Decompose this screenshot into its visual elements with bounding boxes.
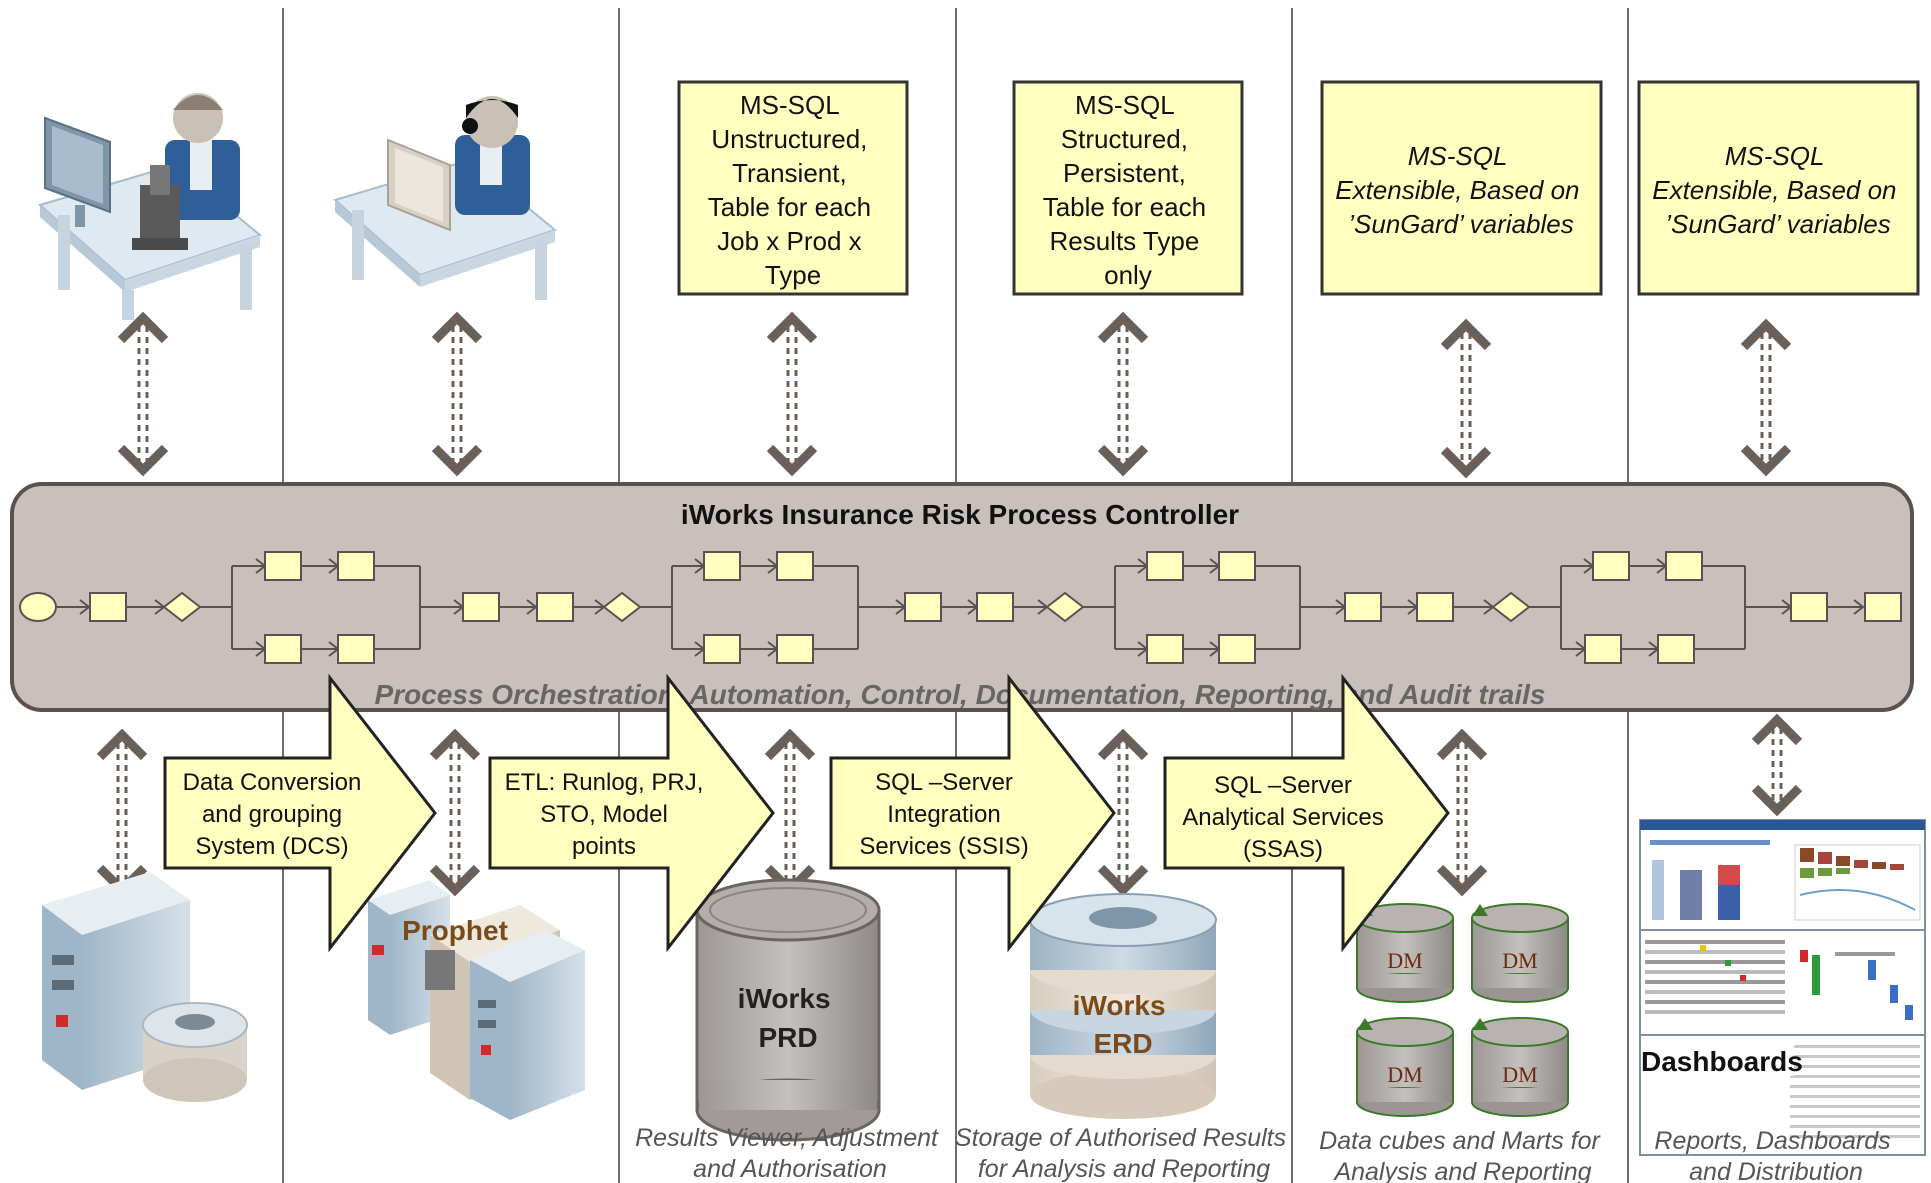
prophet-server-icon: Prophet — [368, 880, 585, 1120]
db-box-line: MS-SQL — [1075, 90, 1174, 120]
flow-arrow-line: System (DCS) — [195, 833, 348, 860]
svg-text:MS-SQL Structured,: MS-SQL Structured, Persistent, Table for… — [1043, 90, 1214, 290]
caption-line: Data cubes and Marts for — [1319, 1127, 1601, 1155]
erd-label-line: ERD — [1093, 1028, 1152, 1059]
db-box-line: ’SunGard’ variables — [1348, 209, 1573, 239]
db-box-line: Transient, — [732, 158, 847, 188]
double-arrow — [1440, 318, 1492, 479]
flow-arrow-line: (SSAS) — [1243, 836, 1323, 863]
caption-line: Results Viewer, Adjustment — [635, 1124, 939, 1152]
svg-text:Results Viewer, Adjustment: Results Viewer, Adjustment and Authorisa… — [635, 1124, 945, 1183]
data-mart-cylinder: DM — [1471, 903, 1569, 1003]
column-captions: Results Viewer, Adjustment and Authorisa… — [635, 1124, 1897, 1183]
flow-arrow-line: STO, Model — [540, 801, 668, 828]
data-mart-cylinder: DM — [1356, 1017, 1454, 1117]
svg-text:MS-SQL Unstructured,: MS-SQL Unstructured, Transient, Table fo… — [708, 90, 879, 290]
double-arrow — [429, 728, 481, 897]
prd-database-cylinder: iWorks PRD — [695, 878, 881, 1142]
flow-arrow-line: Integration — [887, 801, 1000, 828]
process-flow — [19, 551, 1902, 664]
double-arrow — [431, 311, 483, 477]
operator-workstation-icon — [332, 96, 558, 300]
data-mart-label: DM — [1502, 1062, 1537, 1087]
svg-text:MS-SQL Extensible, Based: MS-SQL Extensible, Based on ’SunGard’ va… — [1652, 141, 1904, 239]
db-box-line: Job x Prod x — [717, 226, 862, 256]
db-box-line: Persistent, — [1063, 158, 1186, 188]
svg-text:MS-SQL Extensible, Based: MS-SQL Extensible, Based on ’SunGard’ va… — [1335, 141, 1587, 239]
svg-text:Data cubes and Marts for: Data cubes and Marts for Analysis and Re… — [1319, 1127, 1607, 1183]
double-arrow — [1097, 728, 1149, 897]
db-box-line: Results Type — [1049, 226, 1199, 256]
erd-database-stack: iWorks ERD — [1029, 893, 1217, 1119]
flow-arrow-line: ETL: Runlog, PRJ, — [505, 769, 704, 796]
svg-text:iWorks PRD: iWorks PRD — [738, 983, 839, 1053]
double-arrow — [766, 311, 818, 477]
double-arrow — [1740, 318, 1792, 477]
erd-label-line: iWorks — [1073, 990, 1166, 1021]
db-box-line: Extensible, Based on — [1652, 175, 1896, 205]
flow-arrow-line: SQL –Server — [1214, 772, 1352, 799]
double-arrow — [1097, 311, 1149, 477]
source-server-icon — [42, 872, 248, 1102]
svg-text:iWorks ERD: iWorks ERD — [1073, 990, 1174, 1059]
db-box-line: Unstructured, — [711, 124, 867, 154]
caption-line: Analysis and Reporting — [1332, 1158, 1591, 1183]
db-box-line: only — [1104, 260, 1152, 290]
db-box-line: Table for each — [1043, 192, 1206, 222]
caption-line: Reports, Dashboards — [1654, 1127, 1890, 1155]
flow-arrow-line: SQL –Server — [875, 769, 1013, 796]
double-arrow — [1436, 728, 1488, 897]
process-controller: iWorks Insurance Risk Process Controller… — [10, 482, 1914, 712]
svg-text:Reports, Dashboards and: Reports, Dashboards and Distribution — [1654, 1127, 1897, 1183]
db-box-line: MS-SQL — [740, 90, 839, 120]
flow-arrow-line: and grouping — [202, 801, 342, 828]
flow-arrow-line: Data Conversion — [183, 769, 362, 796]
double-arrow — [96, 728, 148, 897]
data-mart-cylinder: DM — [1356, 903, 1454, 1003]
caption-line: and Authorisation — [693, 1155, 887, 1183]
db-box-line: MS-SQL — [1725, 141, 1824, 171]
double-arrow — [117, 311, 169, 477]
data-marts: DM DM DM DM — [1356, 903, 1569, 1117]
flow-arrow-line: points — [572, 833, 636, 860]
flow-arrow: ETL: Runlog, PRJ, STO, Model points — [488, 673, 775, 953]
db-box-line: Table for each — [708, 192, 871, 222]
db-box-line: MS-SQL — [1408, 141, 1507, 171]
db-box-line: Structured, — [1061, 124, 1188, 154]
db-box-line: ’SunGard’ variables — [1665, 209, 1890, 239]
caption-line: Storage of Authorised Results — [955, 1124, 1286, 1152]
db-box-line: Extensible, Based on — [1335, 175, 1579, 205]
flow-arrow-line: Services (SSIS) — [859, 833, 1028, 860]
db-box-extensible-1: MS-SQL Extensible, Based on ’SunGard’ va… — [1320, 80, 1603, 296]
dashboards-preview: Dashboards — [1639, 819, 1926, 1156]
svg-text:Storage of Authorised Results: Storage of Authorised Results for Analys… — [955, 1124, 1293, 1183]
data-mart-label: DM — [1502, 948, 1537, 973]
data-mart-label: DM — [1387, 948, 1422, 973]
prd-label-line: iWorks — [738, 983, 831, 1014]
double-arrow — [764, 728, 816, 897]
data-mart-cylinder: DM — [1471, 1017, 1569, 1117]
caption-line: for Analysis and Reporting — [978, 1155, 1270, 1183]
prophet-label: Prophet — [402, 915, 508, 946]
connector-arrows — [96, 311, 1803, 897]
user-workstation-icon — [37, 93, 263, 320]
dashboards-label: Dashboards — [1641, 1046, 1803, 1077]
db-box-structured: MS-SQL Structured, Persistent, Table for… — [1012, 80, 1244, 296]
caption-line: and Distribution — [1689, 1158, 1863, 1183]
double-arrow — [1751, 713, 1803, 817]
db-box-extensible-2: MS-SQL Extensible, Based on ’SunGard’ va… — [1637, 80, 1920, 296]
db-box-line: Type — [765, 260, 821, 290]
flow-arrow-line: Analytical Services — [1182, 804, 1383, 831]
data-mart-label: DM — [1387, 1062, 1422, 1087]
db-box-unstructured: MS-SQL Unstructured, Transient, Table fo… — [677, 80, 909, 296]
controller-title: iWorks Insurance Risk Process Controller — [681, 499, 1239, 530]
controller-subtitle: Process Orchestration, Automation, Contr… — [375, 679, 1546, 710]
prd-label-line: PRD — [758, 1022, 817, 1053]
